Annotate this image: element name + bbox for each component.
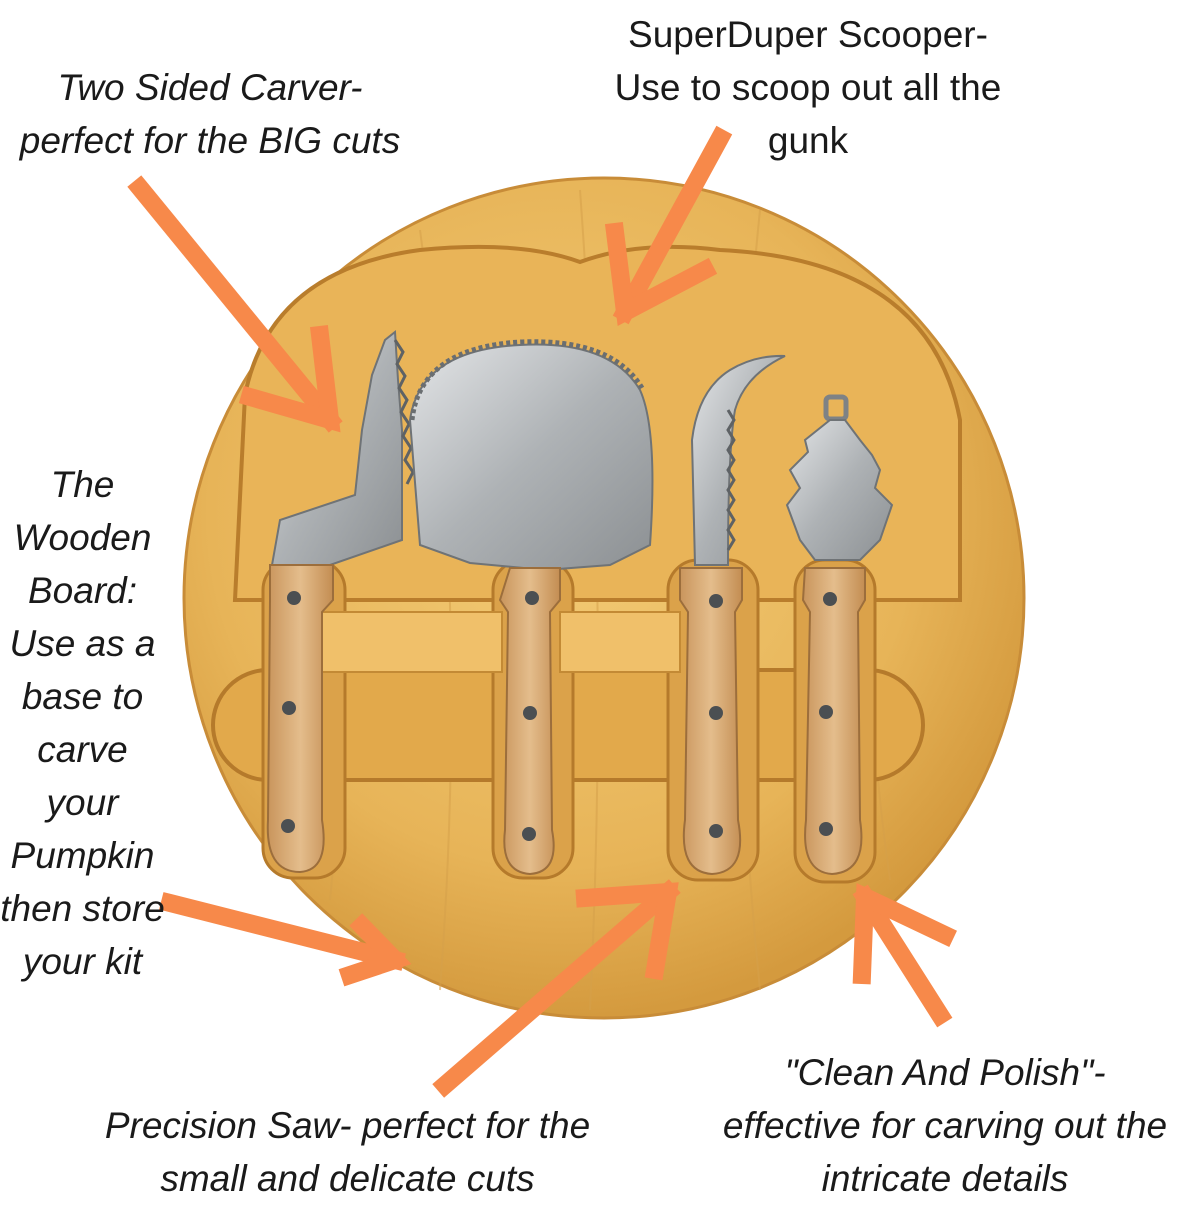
- carver-callout-line-1: Two Sided Carver-: [57, 67, 363, 108]
- scooper-callout-line-1: SuperDuper Scooper-: [628, 14, 988, 55]
- arrow-to-carver: [127, 175, 343, 433]
- scooper-callout-line-3: gunk: [767, 120, 849, 161]
- superduper-scooper: [408, 339, 654, 876]
- polish-callout-line-3: intricate details: [821, 1158, 1069, 1199]
- arrow-to-polish: [852, 883, 957, 1028]
- saw-callout-line-1: Precision Saw- perfect for the: [104, 1105, 591, 1146]
- scooper-callout-line-2: Use to scoop out all the: [614, 67, 1002, 108]
- board-callout-line-1: The: [50, 464, 115, 505]
- carver-callout-line-2: perfect for the BIG cuts: [19, 120, 401, 161]
- board-callout-line-5: base to: [21, 676, 144, 717]
- board-callout-line-10: your kit: [22, 941, 143, 982]
- arrow-to-saw: [432, 879, 681, 1098]
- arrow-to-scooper: [604, 125, 733, 327]
- board-callout-line-3: Board:: [27, 570, 137, 611]
- two-sided-carver: [266, 330, 415, 874]
- clean-and-polish-tool: [785, 394, 894, 876]
- polish-callout: "Clean And Polish"- effective for carvin…: [705, 1046, 1185, 1205]
- board-callout-line-8: Pumpkin: [10, 835, 155, 876]
- carver-callout: Two Sided Carver- perfect for the BIG cu…: [5, 61, 415, 167]
- board-callout: The Wooden Board: Use as a base to carve…: [0, 458, 165, 988]
- polish-callout-line-1: "Clean And Polish"-: [784, 1052, 1106, 1093]
- board-callout-line-7: your: [46, 782, 119, 823]
- scooper-callout: SuperDuper Scooper- Use to scoop out all…: [598, 8, 1018, 167]
- board-callout-line-2: Wooden: [13, 517, 152, 558]
- board-callout-line-9: then store: [0, 888, 165, 929]
- board-callout-line-4: Use as a: [9, 623, 156, 664]
- board-callout-line-6: carve: [37, 729, 128, 770]
- precision-saw: [679, 354, 786, 876]
- saw-callout: Precision Saw- perfect for the small and…: [85, 1099, 610, 1205]
- arrow-to-board: [159, 892, 412, 987]
- polish-callout-line-2: effective for carving out the: [722, 1105, 1168, 1146]
- saw-callout-line-2: small and delicate cuts: [160, 1158, 535, 1199]
